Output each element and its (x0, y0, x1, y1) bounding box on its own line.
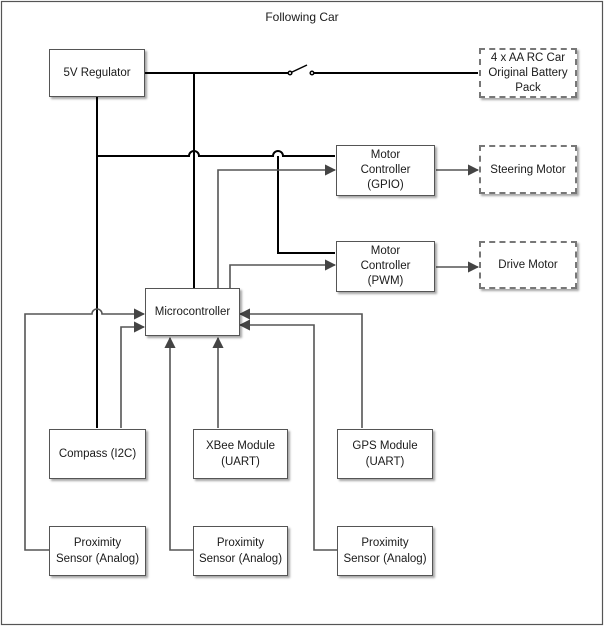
steering-controller-block: Motor Controller (GPIO) (336, 145, 435, 196)
wire-right-prox-to-micro (238, 319, 337, 551)
proximity-sensor-right-block: Proximity Sensor (Analog) (337, 526, 433, 576)
power-wiring (96, 72, 478, 428)
proximity-sensor-left-block: Proximity Sensor (Analog) (49, 526, 146, 576)
wire-bus-to-drive-controller (277, 156, 335, 254)
drive-motor-block: Drive Motor (479, 241, 577, 289)
microcontroller-block: Microcontroller (145, 288, 240, 336)
drive-controller-block: Motor Controller (PWM) (336, 241, 435, 292)
wire-bus-to-steering-controller (97, 150, 335, 157)
wire-gps-to-micro (238, 308, 363, 428)
xbee-block: XBee Module (UART) (193, 429, 288, 479)
diagram-title: Following Car (265, 10, 339, 24)
power-switch (287, 64, 315, 76)
battery-block: 4 x AA RC Car Original Battery Pack (479, 48, 577, 98)
regulator-block: 5V Regulator (49, 49, 145, 97)
wire-left-prox-to-micro (24, 308, 146, 551)
compass-block: Compass (I2C) (49, 429, 146, 479)
wire-micro-to-drive-controller (229, 259, 337, 288)
wire-micro-to-steering-controller (217, 164, 337, 290)
steering-motor-block: Steering Motor (479, 145, 577, 194)
signal-wiring (24, 164, 480, 551)
wire-mid-prox-to-micro (164, 336, 193, 551)
wire-compass-to-micro (120, 321, 146, 428)
gps-block: GPS Module (UART) (337, 429, 433, 479)
proximity-sensor-middle-block: Proximity Sensor (Analog) (193, 526, 288, 576)
